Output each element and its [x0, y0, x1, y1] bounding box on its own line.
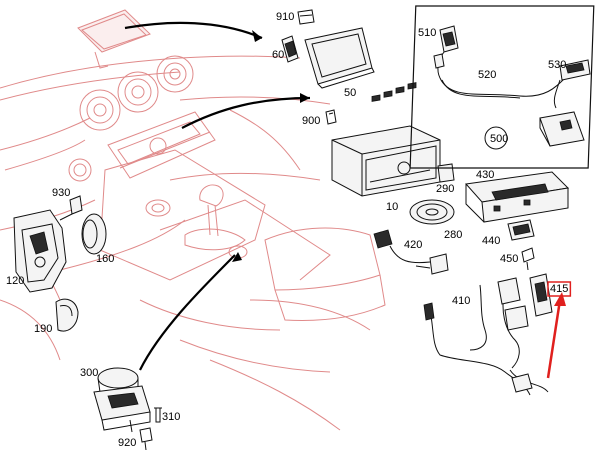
part-60: [281, 35, 299, 63]
part-510: [433, 25, 459, 79]
part-410: [423, 277, 549, 396]
highlight-box-415: [547, 281, 572, 297]
callout-930: 930: [52, 187, 70, 199]
callout-190: 190: [34, 323, 52, 335]
callout-520: 520: [478, 69, 496, 81]
part-310: [154, 407, 162, 423]
arrowhead: [300, 93, 310, 103]
part-450: [521, 247, 535, 271]
part-415: [529, 273, 553, 317]
callout-910: 910: [276, 11, 294, 23]
callout-900: 900: [302, 115, 320, 127]
callout-500: 500: [490, 133, 508, 145]
callout-920: 920: [118, 437, 136, 449]
arrowhead: [232, 252, 242, 262]
callout-120: 120: [6, 275, 24, 287]
callout-300: 300: [80, 367, 98, 379]
part-430: [465, 171, 570, 223]
callout-430: 430: [476, 169, 494, 181]
callout-50: 50: [344, 87, 356, 99]
callout-530: 530: [548, 59, 566, 71]
part-420: [373, 229, 449, 275]
part-290: [437, 163, 455, 183]
callout-510: 510: [418, 27, 436, 39]
part-280: [409, 199, 455, 225]
dashboard-outline: [0, 9, 386, 431]
part-160: [81, 213, 107, 255]
callout-labels: 910 60 50 900 10 930 120 160 190 300 310 920 510 520 5…: [6, 11, 568, 449]
callout-450: 450: [500, 253, 518, 265]
part-190: [55, 298, 79, 332]
part-10: [331, 82, 441, 197]
part-50: [304, 27, 375, 89]
callout-410: 410: [452, 295, 470, 307]
part-930: [69, 195, 83, 215]
callout-415: 415: [550, 283, 568, 295]
callout-160: 160: [96, 253, 114, 265]
leader-lines: [124, 21, 311, 371]
part-500-box: [409, 5, 595, 169]
callout-290: 290: [436, 183, 454, 195]
part-120: [13, 209, 73, 293]
part-440: [507, 219, 535, 241]
part-910: [297, 9, 315, 25]
callout-60: 60: [272, 49, 284, 61]
part-300: [93, 367, 151, 433]
callout-310: 310: [162, 411, 180, 423]
callout-280: 280: [444, 229, 462, 241]
part-920: [139, 427, 153, 451]
part-520: [439, 77, 566, 99]
part-530: [539, 59, 591, 147]
callout-440: 440: [482, 235, 500, 247]
callout-10: 10: [386, 201, 398, 213]
part-900: [325, 109, 337, 125]
callout-420: 420: [404, 239, 422, 251]
arrowhead: [252, 30, 262, 42]
